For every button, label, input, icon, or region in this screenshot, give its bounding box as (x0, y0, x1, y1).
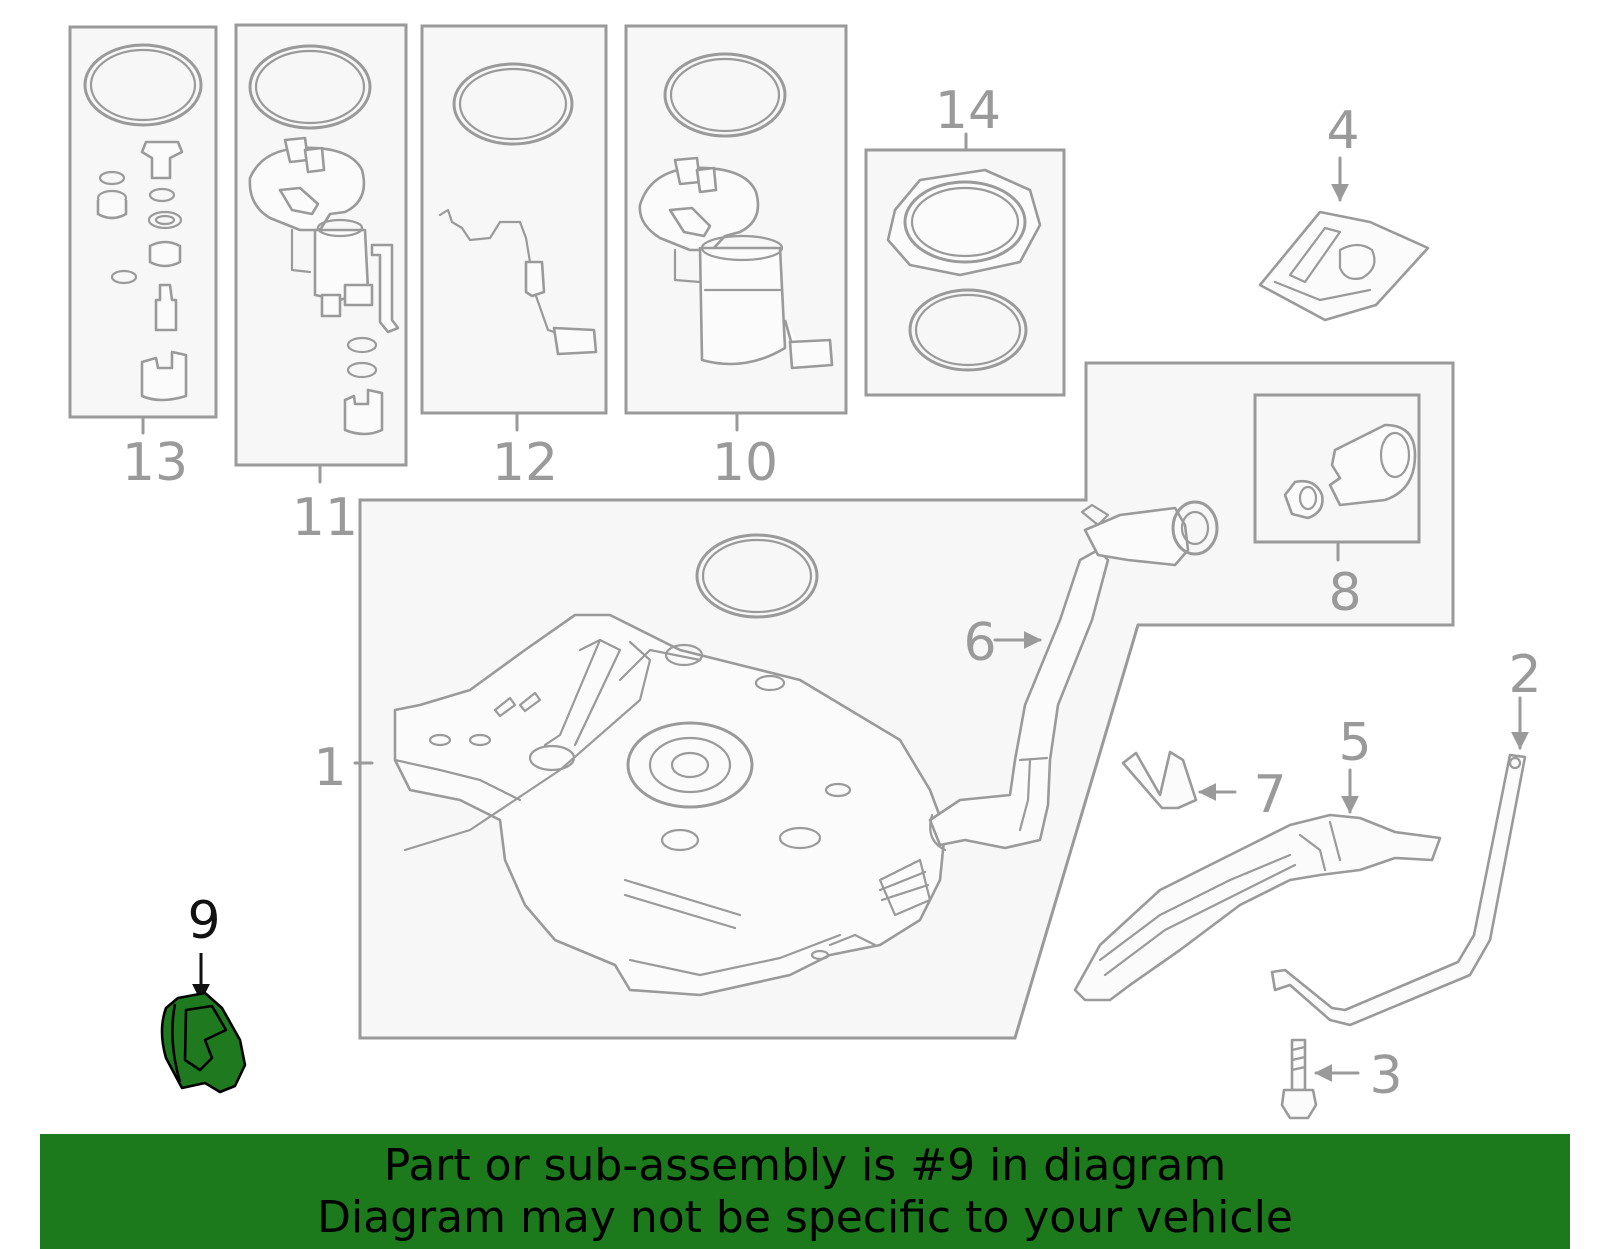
callout-9: 9 (187, 891, 220, 951)
part-9-highlighted[interactable] (160, 991, 247, 1094)
box-14-retainer-seal (864, 148, 1066, 397)
callout-4: 4 (1326, 101, 1359, 161)
callout-8: 8 (1328, 563, 1361, 623)
callout-10: 10 (712, 433, 778, 493)
callout-14: 14 (935, 81, 1001, 141)
banner-line-1: Part or sub-assembly is #9 in diagram (383, 1139, 1227, 1191)
info-banner: Part or sub-assembly is #9 in diagram Di… (40, 1134, 1570, 1249)
box-10-pump-module (624, 24, 848, 415)
callout-11: 11 (292, 488, 358, 548)
callout-13: 13 (122, 433, 188, 493)
part-7-clip (1121, 750, 1198, 810)
box-8-filler-cap (1253, 393, 1421, 544)
part-6-filler-pipe (928, 500, 1219, 852)
callout-1: 1 (313, 738, 346, 798)
part-1-fuel-tank (393, 613, 947, 997)
callout-5: 5 (1338, 713, 1371, 773)
callout-2: 2 (1508, 645, 1541, 705)
part-2-strap (1270, 753, 1527, 1027)
callout-12: 12 (492, 433, 558, 493)
part-5-insulator (1073, 813, 1442, 1002)
callout-6: 6 (963, 613, 996, 673)
box-12-sender-unit (420, 24, 608, 415)
part-3-bolt (1280, 1038, 1318, 1120)
callout-7: 7 (1253, 765, 1286, 825)
callout-3: 3 (1369, 1046, 1402, 1106)
part-4-shield (1258, 210, 1430, 322)
box-13-seal-kit (68, 25, 218, 419)
box-11-fuel-pump (234, 23, 408, 467)
banner-line-2: Diagram may not be specific to your vehi… (317, 1191, 1293, 1243)
